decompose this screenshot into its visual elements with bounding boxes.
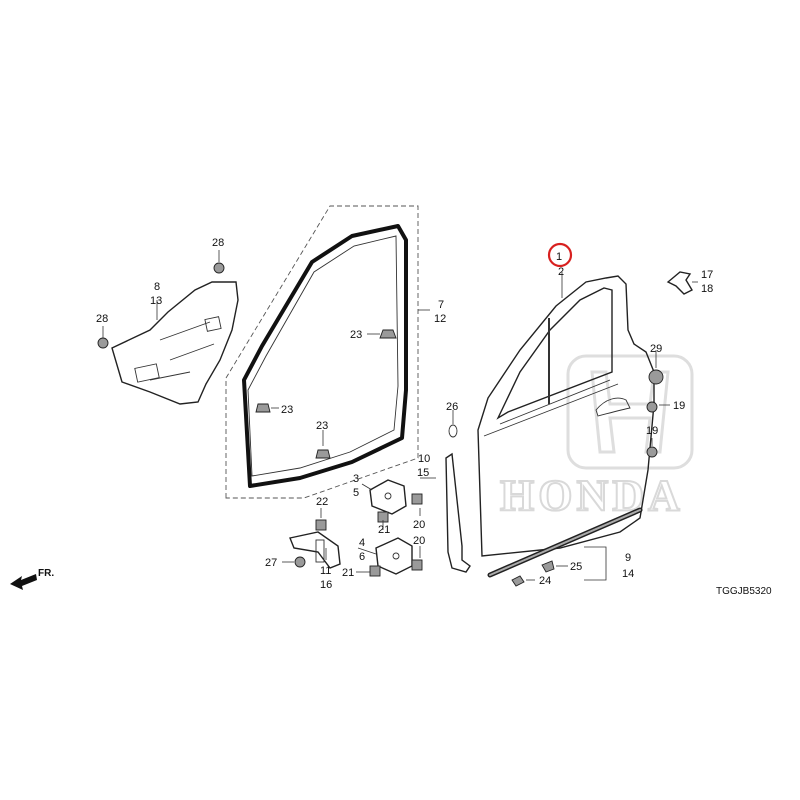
callout-1[interactable]: 1: [556, 251, 562, 263]
clip-19-a[interactable]: [646, 401, 658, 413]
callout-2[interactable]: 2: [558, 266, 564, 278]
callout-8[interactable]: 8: [154, 281, 160, 293]
callout-14[interactable]: 14: [622, 568, 634, 580]
callout-10[interactable]: 10: [418, 453, 430, 465]
door-molding[interactable]: [487, 507, 643, 578]
upper-hinge[interactable]: [369, 479, 407, 515]
callout-27[interactable]: 27: [265, 557, 277, 569]
clip-23-c[interactable]: [315, 449, 331, 459]
clip-23-a[interactable]: [379, 329, 397, 339]
callout-17[interactable]: 17: [701, 269, 713, 281]
honda-watermark: HONDA: [499, 354, 694, 521]
callout-19-a[interactable]: 19: [673, 400, 685, 412]
callout-19-b[interactable]: 19: [646, 425, 658, 437]
clip-23-b[interactable]: [255, 403, 271, 413]
clip-19-b[interactable]: [646, 446, 658, 458]
callout-20-b[interactable]: 20: [413, 535, 425, 547]
o-ring-26[interactable]: [448, 424, 458, 438]
callout-20-a[interactable]: 20: [413, 519, 425, 531]
callout-22[interactable]: 22: [316, 496, 328, 508]
direction-label: FR.: [38, 568, 54, 579]
callout-23-c[interactable]: 23: [316, 420, 328, 432]
fastener-28-left[interactable]: [97, 337, 109, 349]
callout-28-top[interactable]: 28: [212, 237, 224, 249]
callout-18[interactable]: 18: [701, 283, 713, 295]
callout-4[interactable]: 4: [359, 537, 365, 549]
door-weatherstrip[interactable]: [225, 205, 419, 499]
nut-20-a[interactable]: [411, 493, 423, 505]
callout-7[interactable]: 7: [438, 299, 444, 311]
callout-16[interactable]: 16: [320, 579, 332, 591]
highlight-circle: [547, 242, 573, 268]
bolt-21-b[interactable]: [369, 565, 381, 577]
clip-25[interactable]: [541, 560, 555, 573]
callout-29[interactable]: 29: [650, 343, 662, 355]
clip-24[interactable]: [511, 575, 525, 587]
leader-lines: [102, 250, 698, 581]
callout-23-a[interactable]: 23: [350, 329, 362, 341]
nut-20-b[interactable]: [411, 559, 423, 571]
callout-11[interactable]: 11: [320, 565, 331, 577]
lower-hinge[interactable]: [375, 537, 413, 575]
front-direction-indicator: FR.: [10, 568, 54, 590]
callout-23-b[interactable]: 23: [281, 404, 293, 416]
callout-9[interactable]: 9: [625, 552, 631, 564]
bolt-22[interactable]: [315, 519, 327, 531]
bolt-27[interactable]: [294, 556, 306, 568]
callout-13[interactable]: 13: [150, 295, 162, 307]
callout-26[interactable]: 26: [446, 401, 458, 413]
fastener-28-top[interactable]: [213, 262, 225, 274]
diagram-code: TGGJB5320: [716, 586, 772, 597]
callout-6[interactable]: 6: [359, 551, 365, 563]
callout-3[interactable]: 3: [353, 473, 359, 485]
door-insulator-panel[interactable]: [111, 281, 239, 405]
front-arrow-icon: [10, 574, 37, 590]
callout-labels: 1 2 28 28 8 13 7 12 23 23 23 26 10 15 3 …: [96, 237, 713, 591]
door-checker[interactable]: [289, 531, 341, 569]
mirror-garnish[interactable]: [666, 271, 693, 295]
sash-molding[interactable]: [445, 452, 471, 573]
door-shell[interactable]: [477, 275, 655, 557]
callout-21-b[interactable]: 21: [342, 567, 354, 579]
watermark-text: HONDA: [500, 471, 684, 520]
callout-24[interactable]: 24: [539, 575, 551, 587]
callout-28-left[interactable]: 28: [96, 313, 108, 325]
callout-21-a[interactable]: 21: [378, 524, 390, 536]
callout-5[interactable]: 5: [353, 487, 359, 499]
callout-25[interactable]: 25: [570, 561, 582, 573]
callout-15[interactable]: 15: [417, 467, 429, 479]
callout-12[interactable]: 12: [434, 313, 446, 325]
grommet-29[interactable]: [648, 369, 664, 385]
